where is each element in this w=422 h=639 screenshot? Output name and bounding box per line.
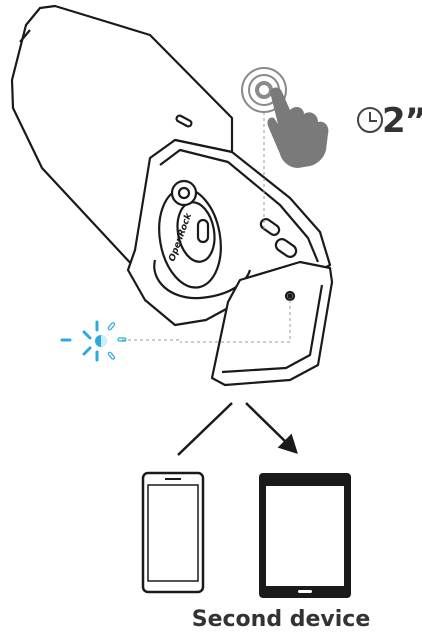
guide-lines [122, 112, 291, 343]
arrows [177, 402, 298, 456]
case-front [210, 260, 334, 387]
press-hand-icon [267, 87, 329, 168]
flashing-led-icon [60, 320, 127, 362]
second-device-caption: Second device [191, 607, 371, 632]
phone-icon [141, 471, 205, 594]
hold-duration-label: 2” [382, 101, 422, 141]
earbud [153, 179, 252, 300]
charging-case [10, 4, 334, 387]
arrow-to-tablet [245, 402, 291, 447]
clock-icon [357, 107, 383, 133]
arrow-to-phone [177, 402, 233, 456]
tablet-icon [259, 473, 351, 598]
